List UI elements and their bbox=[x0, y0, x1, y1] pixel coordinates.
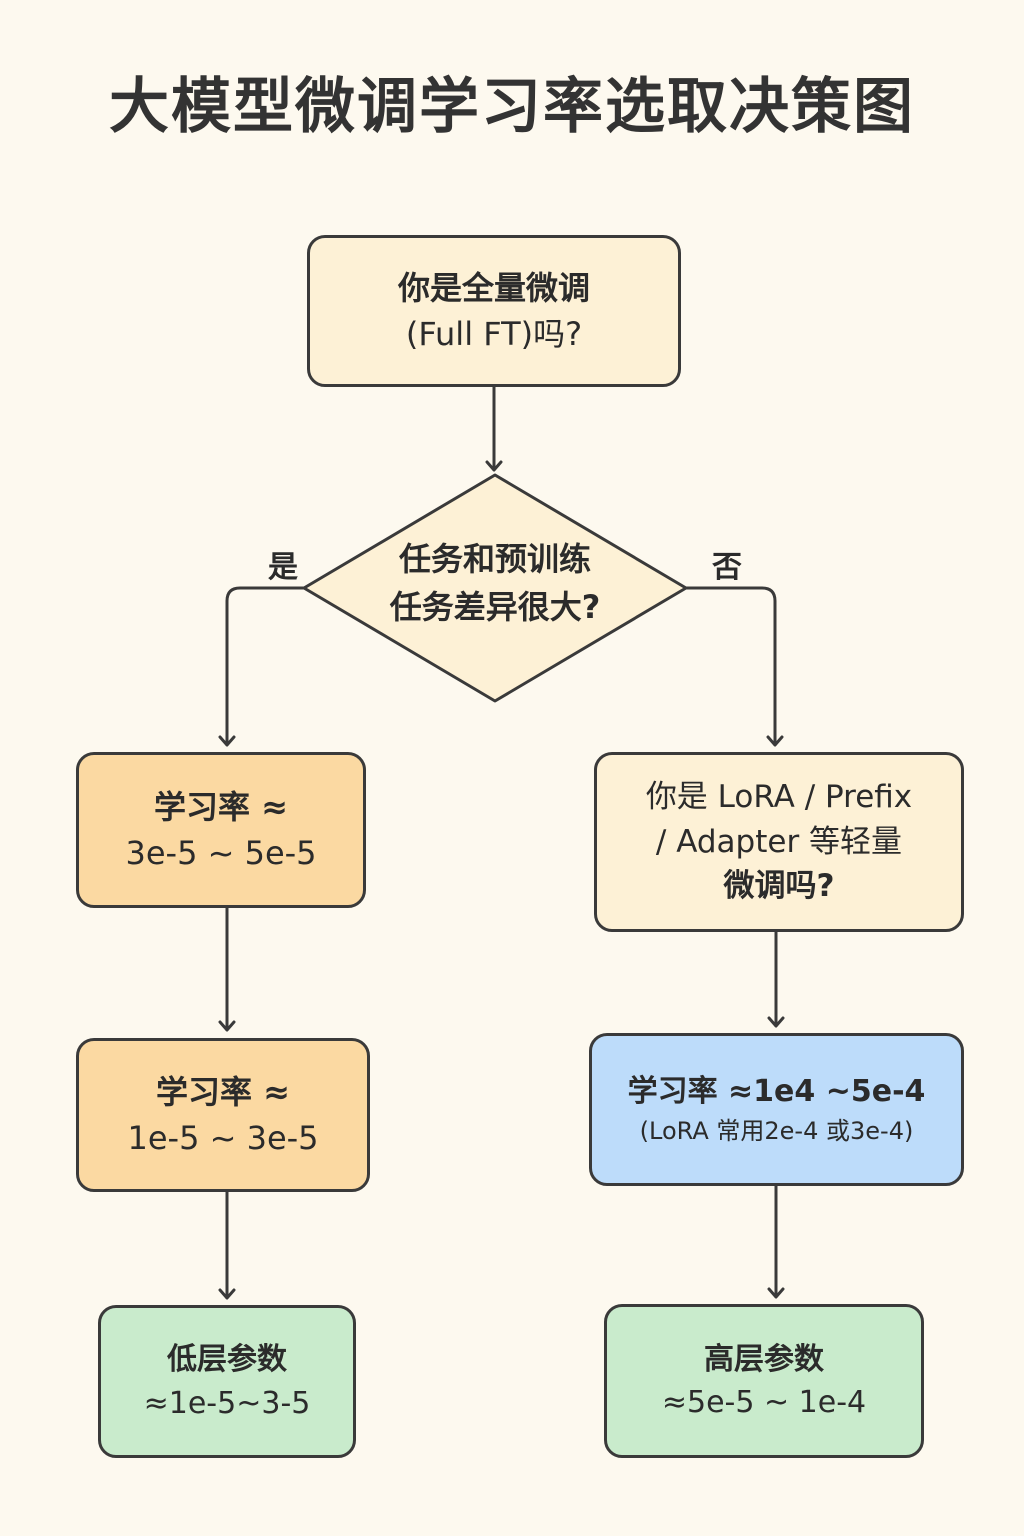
decision-line1: 任务和预训练 bbox=[398, 540, 591, 578]
yes-label: 是 bbox=[268, 550, 298, 585]
decision-question-text: 任务和预训练 任务差异很大? bbox=[330, 535, 660, 631]
decision-diamond bbox=[302, 473, 688, 703]
right-question-line3: 微调吗? bbox=[723, 868, 835, 905]
left-result-line1: 低层参数 bbox=[167, 1342, 287, 1377]
decision-line2: 任务差异很大? bbox=[389, 588, 601, 626]
right-result-line2: ≈5e-5 ~ 1e-4 bbox=[661, 1385, 867, 1420]
left-lr-low-box: 学习率 ≈ 1e-5 ~ 3e-5 bbox=[76, 1038, 370, 1192]
left-result-line2: ≈1e-5~3-5 bbox=[143, 1385, 311, 1421]
left-lr-high-box: 学习率 ≈ 3e-5 ~ 5e-5 bbox=[76, 752, 366, 908]
start-question-line1: 你是全量微调 bbox=[397, 268, 590, 307]
page-title: 大模型微调学习率选取决策图 bbox=[109, 72, 915, 142]
right-question-line2: / Adapter 等轻量 bbox=[655, 823, 903, 860]
arrow-decision-yes bbox=[218, 586, 304, 747]
left-lr-high-line1: 学习率 ≈ bbox=[154, 787, 288, 826]
right-lr-line2: (LoRA 常用2e-4 或3e-4) bbox=[639, 1116, 914, 1145]
no-label: 否 bbox=[712, 550, 742, 585]
start-question-box: 你是全量微调 (Full FT)吗? bbox=[307, 235, 681, 387]
right-result-line1: 高层参数 bbox=[704, 1341, 824, 1377]
start-question-line2: (Full FT)吗? bbox=[405, 315, 583, 353]
left-lr-low-line1: 学习率 ≈ bbox=[156, 1072, 290, 1111]
arrow-decision-no bbox=[686, 586, 784, 747]
left-lr-low-line2: 1e-5 ~ 3e-5 bbox=[127, 1119, 319, 1157]
right-question-line1: 你是 LoRA / Prefix bbox=[645, 778, 913, 815]
left-result-box: 低层参数 ≈1e-5~3-5 bbox=[98, 1305, 356, 1458]
right-lr-box: 学习率 ≈1e4 ~5e-4 (LoRA 常用2e-4 或3e-4) bbox=[589, 1033, 964, 1186]
left-lr-high-line2: 3e-5 ~ 5e-5 bbox=[125, 834, 317, 872]
right-question-box: 你是 LoRA / Prefix / Adapter 等轻量 微调吗? bbox=[594, 752, 964, 932]
right-result-box: 高层参数 ≈5e-5 ~ 1e-4 bbox=[604, 1304, 924, 1458]
right-lr-line1: 学习率 ≈1e4 ~5e-4 bbox=[627, 1074, 926, 1110]
